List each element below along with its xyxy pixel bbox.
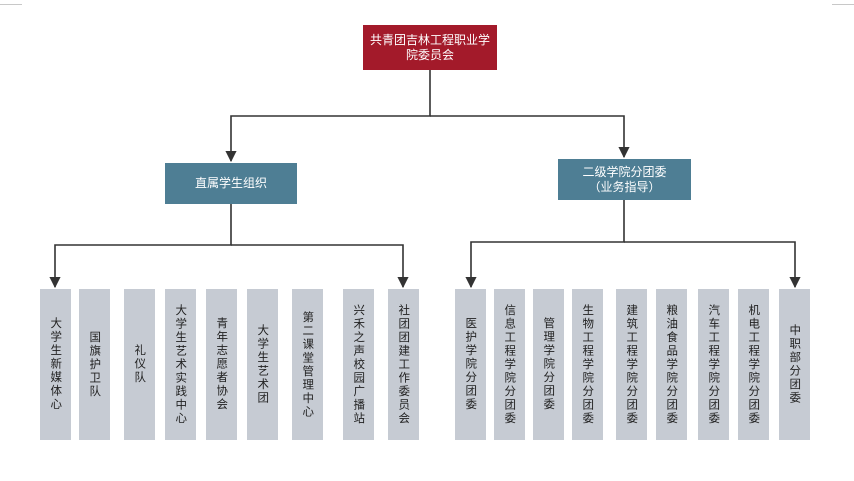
right-connector	[465, 200, 625, 289]
left-leaf-7: 第二课堂管理中心	[292, 289, 323, 440]
right-leaf-2: 信息工程学院分团委	[494, 289, 525, 440]
right-leaf-7: 汽车工程学院分团委	[698, 289, 729, 440]
left-leaf-3: 礼仪队	[124, 289, 155, 440]
corner-mark-left	[0, 4, 22, 5]
left-connector	[49, 204, 232, 289]
left-leaf-label: 青年志愿者协会	[215, 317, 230, 412]
left-group-node: 直属学生组织	[165, 163, 297, 204]
left-leaf-label: 国旗护卫队	[88, 330, 103, 399]
left-leaf-label: 第二课堂管理中心	[301, 310, 316, 419]
right-leaf-label: 机电工程学院分团委	[747, 303, 762, 426]
left-leaf-6: 大学生艺术团	[247, 289, 278, 440]
left-leaf-4: 大学生艺术实践中心	[165, 289, 196, 440]
root-connector-right	[430, 115, 630, 159]
left-leaf-label: 礼仪队	[133, 344, 148, 385]
right-leaf-8: 机电工程学院分团委	[738, 289, 769, 440]
left-leaf-8: 兴禾之声校园广播站	[343, 289, 374, 440]
right-leaf-9: 中职部分团委	[779, 289, 810, 440]
left-leaf-5: 青年志愿者协会	[206, 289, 237, 440]
right-leaf-5: 建筑工程学院分团委	[616, 289, 647, 440]
right-leaf-6: 粮油食品学院分团委	[656, 289, 687, 440]
root-connector	[225, 70, 431, 163]
right-leaf-label: 粮油食品学院分团委	[665, 303, 680, 426]
right-leaf-label: 中职部分团委	[788, 324, 803, 405]
corner-mark-right	[832, 4, 854, 5]
left-leaf-9: 社团团建工作委员会	[388, 289, 419, 440]
root-node: 共青团吉林工程职业学院委员会	[363, 25, 497, 70]
right-leaf-label: 建筑工程学院分团委	[625, 303, 640, 426]
right-leaf-label: 汽车工程学院分团委	[707, 303, 722, 426]
left-leaf-label: 大学生艺术实践中心	[174, 303, 189, 426]
right-leaf-label: 生物工程学院分团委	[581, 303, 596, 426]
right-connector-right	[624, 241, 801, 289]
right-leaf-label: 信息工程学院分团委	[503, 303, 518, 426]
right-leaf-4: 生物工程学院分团委	[572, 289, 603, 440]
left-group-label: 直属学生组织	[194, 176, 267, 190]
left-leaf-label: 兴禾之声校园广播站	[352, 303, 367, 426]
left-leaf-label: 社团团建工作委员会	[397, 303, 412, 426]
right-group-node: 二级学院分团委 （业务指导）	[558, 159, 691, 200]
left-leaf-label: 大学生艺术团	[256, 324, 271, 405]
left-leaf-2: 国旗护卫队	[79, 289, 110, 440]
left-leaf-1: 大学生新媒体心	[40, 289, 71, 440]
right-leaf-label: 医护学院分团委	[464, 317, 479, 412]
right-leaf-label: 管理学院分团委	[542, 317, 557, 412]
right-leaf-1: 医护学院分团委	[455, 289, 486, 440]
root-label: 共青团吉林工程职业学院委员会	[369, 32, 490, 62]
left-connector-right	[231, 244, 409, 289]
left-leaf-label: 大学生新媒体心	[49, 317, 64, 412]
right-group-label: 二级学院分团委 （业务指导）	[582, 164, 667, 194]
right-leaf-3: 管理学院分团委	[533, 289, 564, 440]
